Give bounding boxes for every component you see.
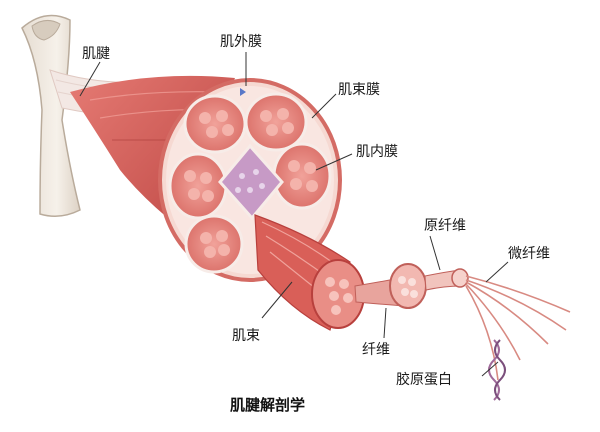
label-tendon: 肌腱 (82, 46, 110, 62)
fascicle-bundle (254, 214, 365, 331)
fascicle (184, 214, 244, 274)
diagram-title: 肌腱解剖学 (230, 396, 305, 414)
label-fibril: 原纤维 (424, 218, 466, 234)
fascicle (272, 142, 332, 210)
label-microfibril: 微纤维 (508, 246, 550, 262)
label-endomysium: 肌内膜 (356, 144, 398, 160)
label-collagen: 胶原蛋白 (396, 371, 452, 388)
bone (21, 14, 81, 217)
fascicle (168, 152, 228, 220)
label-fiber: 纤维 (362, 342, 390, 358)
microfibrils (465, 275, 571, 381)
fascicle (183, 94, 247, 154)
fascicle (244, 92, 308, 152)
fibril (424, 268, 469, 291)
label-epimysium: 肌外膜 (220, 34, 262, 50)
fascicle-group (168, 88, 332, 274)
central-core (218, 143, 284, 221)
blood-vessel (240, 88, 246, 96)
label-fascicle: 肌束 (232, 328, 260, 344)
label-perimysium: 肌束膜 (338, 82, 380, 98)
leader-lines (79, 52, 509, 377)
fiber (354, 263, 427, 309)
